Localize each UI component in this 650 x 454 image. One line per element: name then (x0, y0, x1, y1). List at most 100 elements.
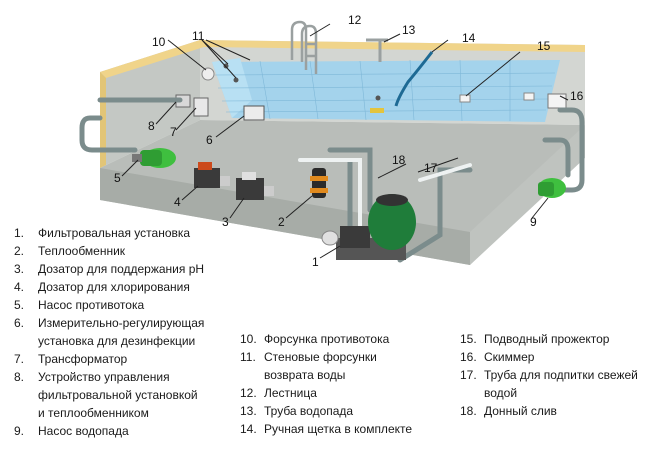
water-surface (212, 60, 560, 122)
legend-item-text: Форсунка противотока (264, 332, 390, 346)
legend-item-number: 1. (14, 226, 25, 240)
legend-item: 1. Фильтровальная установка (14, 224, 234, 242)
legend-item: фильтровальной установкой (14, 386, 234, 404)
legend-item: 3.Дозатор для поддержания pH (14, 260, 234, 278)
legend-item-number: 15. (460, 332, 477, 346)
callout-16: 16 (570, 89, 584, 103)
legend-item-text: Лестница (264, 386, 317, 400)
legend-item-number (14, 404, 38, 422)
legend-item-number: 18. (460, 404, 477, 418)
legend-item-text: Труба водопада (264, 404, 354, 418)
chlorine-doser-4 (194, 162, 230, 188)
callout-14: 14 (462, 31, 476, 45)
legend-item: 10. Форсунка противотока (240, 330, 450, 348)
waterfall-pump-9 (538, 178, 566, 198)
ladder (290, 20, 318, 74)
legend-item-number: 8. (14, 370, 25, 384)
return-nozzle-c (375, 95, 381, 101)
legend-item-number: 4. (14, 280, 25, 294)
legend-item-text: установка для дезинфекции (38, 334, 196, 348)
callout-2: 2 (278, 215, 285, 229)
tile-grid (214, 59, 556, 122)
legend-item-text: Фильтровальная установка (38, 226, 191, 240)
legend-item: 11.Стеновые форсунки (240, 348, 450, 366)
legend-item: 6. Измерительно-регулирующая (14, 314, 234, 332)
legend-item-number: 14. (240, 422, 257, 436)
pool-right-face (470, 125, 585, 265)
pool-front-wall (100, 120, 585, 265)
legend-item-text: Труба для подпитки свежей (484, 368, 638, 382)
legend-item: установка для дезинфекции (14, 332, 234, 350)
legend-item-text: Насос водопада (38, 424, 129, 438)
legend-item-text: Донный слив (484, 404, 557, 418)
legend-item-text: Подводный прожектор (484, 332, 610, 346)
legend-column-2: 10. Форсунка противотока 11.Стеновые форсу… (240, 330, 450, 438)
callout-3: 3 (222, 215, 229, 229)
legend-item: 9. Насос водопада (14, 422, 234, 440)
callout-18: 18 (392, 153, 406, 167)
legend-item-number: 13. (240, 404, 257, 418)
legend-item-text: водой (484, 386, 518, 400)
pool-equipment-diagram: 1 2 3 4 5 6 7 8 9 10 11 12 13 14 15 16 1… (79, 13, 585, 269)
legend-item: 17. Труба для подпитки свежей (460, 366, 645, 384)
legend-item: 5. Насос противотока (14, 296, 234, 314)
callout-15: 15 (537, 39, 551, 53)
legend-item-text: возврата воды (264, 368, 346, 382)
underwater-light-15 (459, 94, 471, 103)
callout-4: 4 (174, 195, 181, 209)
legend-item-number: 9. (14, 424, 25, 438)
pool-water (212, 58, 560, 122)
callout-1: 1 (312, 255, 319, 269)
legend-item: 16. Скиммер (460, 348, 645, 366)
legend-item-number: 6. (14, 316, 25, 330)
legend-item-number (14, 332, 38, 350)
legend-item-text: Насос противотока (38, 298, 145, 312)
pool-left-wall (100, 40, 200, 168)
legend-item-text: фильтровальной установкой (38, 388, 198, 402)
heat-exchanger-2 (310, 168, 328, 198)
callout-10: 10 (152, 35, 166, 49)
legend-item-number: 12. (240, 386, 257, 400)
underwater-light-right (523, 92, 535, 101)
callout-17: 17 (424, 161, 438, 175)
legend-item: возврата воды (240, 366, 450, 384)
callout-13: 13 (402, 23, 416, 37)
legend-item-text: Измерительно-регулирующая (38, 316, 205, 330)
legend-item-number: 16. (460, 350, 477, 364)
legend-item-number: 5. (14, 298, 25, 312)
callout-labels: 1 2 3 4 5 6 7 8 9 10 11 12 13 14 15 16 1… (114, 13, 584, 269)
legend-item: и теплообменником (14, 404, 234, 422)
legend-item-number: 17. (460, 368, 477, 382)
legend-item: 13. Труба водопада (240, 402, 450, 420)
pool-coping-front (100, 72, 106, 168)
callout-9: 9 (530, 215, 537, 229)
legend-item-text: Ручная щетка в комплекте (264, 422, 413, 436)
legend-item-number: 10. (240, 332, 257, 346)
legend-column-1: 1. Фильтровальная установка 2.Теплообменни… (14, 224, 234, 440)
callout-7: 7 (170, 125, 177, 139)
counterflow-pump-5 (132, 148, 176, 168)
legend-item: 7.Трансформатор (14, 350, 234, 368)
transformer-7 (193, 97, 209, 117)
counterflow-nozzle-10 (201, 67, 215, 81)
brush-head (370, 108, 384, 113)
brush-hose (394, 51, 434, 107)
ph-doser-3 (236, 172, 274, 200)
legend-item-text: Стеновые форсунки (264, 350, 377, 364)
legend-item-text: Дозатор для хлорирования (38, 280, 190, 294)
legend-item: 4. Дозатор для хлорирования (14, 278, 234, 296)
legend-item-number (14, 386, 38, 404)
legend-item-text: и теплообменником (38, 406, 149, 420)
legend-item: водой (460, 384, 645, 402)
legend-item-text: Скиммер (484, 350, 535, 364)
skimmer-16 (547, 93, 567, 109)
legend-item: 2.Теплообменник (14, 242, 234, 260)
disinfection-unit-6 (243, 105, 265, 121)
legend-item-number: 3. (14, 262, 25, 276)
waterfall-pipe (366, 38, 388, 62)
callout-6: 6 (206, 133, 213, 147)
pool-coping (100, 40, 585, 78)
callout-5: 5 (114, 171, 121, 185)
return-nozzle-b (233, 77, 239, 83)
filter-unit-1 (321, 194, 416, 260)
